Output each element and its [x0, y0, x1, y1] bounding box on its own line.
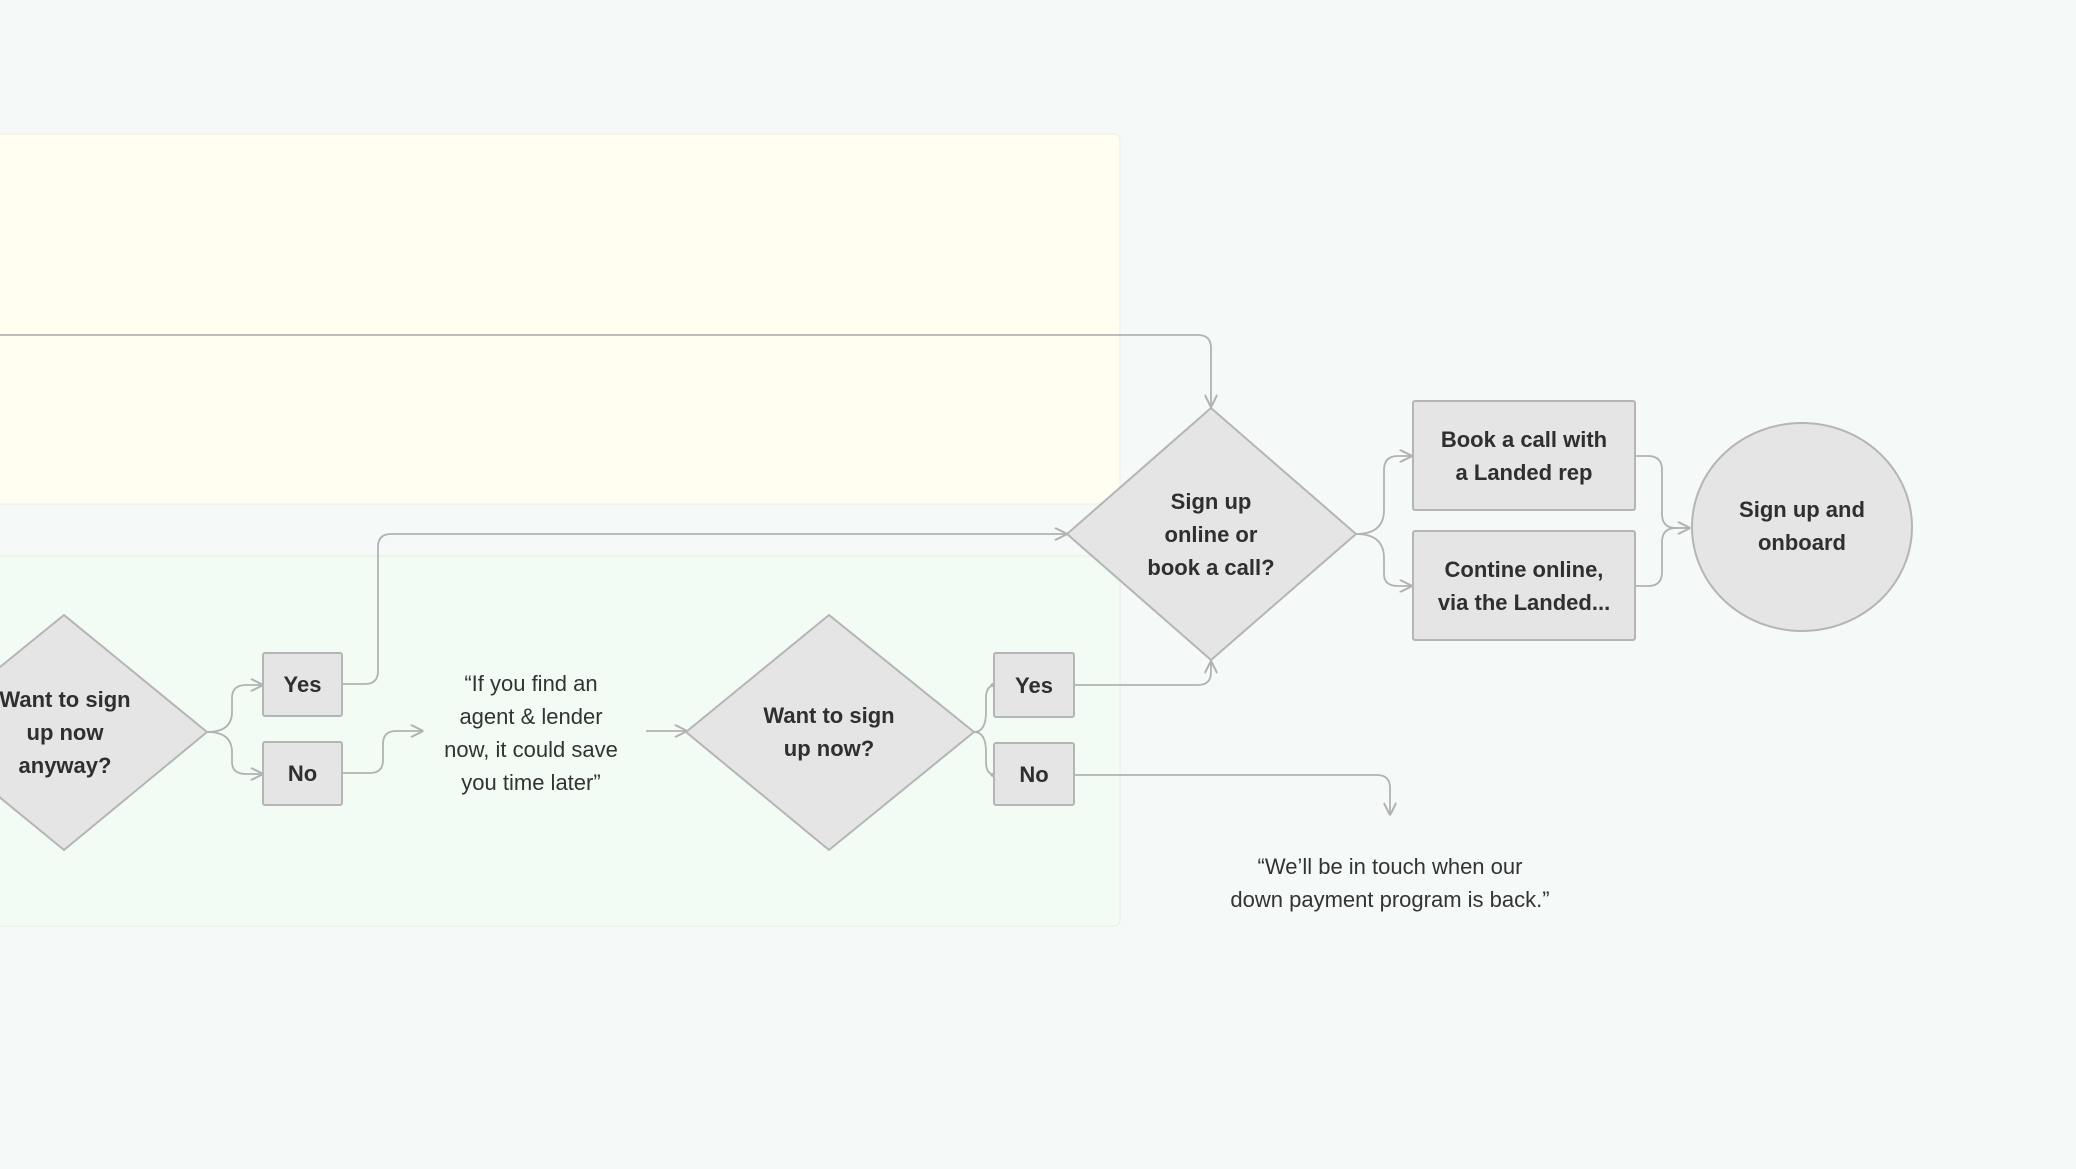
lane-yellow [0, 133, 1121, 505]
continue-online-label: Contine online, via the Landed... [1437, 556, 1611, 615]
book-call-label: Book a call with a Landed rep [1440, 426, 1608, 485]
diamond-now-label: Want to sign up now? [763, 703, 895, 761]
quote-touch-text: “We’ll be in touch when our down payment… [1230, 854, 1550, 912]
connector-anyway-to-yes [206, 685, 262, 733]
connector-no1-to-quote [342, 731, 422, 774]
no-1-label: No [287, 761, 318, 786]
connector-online-call-to-continue [1355, 533, 1411, 586]
connector-continue-to-signup [1635, 527, 1689, 587]
diamond-anyway-shape[interactable] [0, 613, 209, 852]
diamond-now-shape[interactable] [684, 613, 976, 852]
box-yes-1-shape[interactable] [262, 652, 343, 717]
connector-book-to-signup [1635, 455, 1689, 528]
connector-yes1-to-online-call [342, 534, 1066, 685]
box-yes-2-shape[interactable] [993, 652, 1075, 718]
quote-agent-text: “If you find an agent & lender now, it c… [444, 670, 618, 795]
diamond-online-call-label: Sign up online or book a call? [1147, 488, 1275, 580]
connector-no2-to-touch [1074, 774, 1390, 814]
connector-yes2-to-online-call [1074, 662, 1211, 686]
box-book-call-shape[interactable] [1412, 400, 1636, 511]
yes-2-label: Yes [1015, 672, 1053, 698]
box-continue-online-shape[interactable] [1412, 530, 1636, 641]
circle-signup-label: Sign up and onboard [1739, 497, 1865, 555]
connector-online-call-to-book [1355, 456, 1411, 535]
box-no-2-shape[interactable] [993, 742, 1075, 806]
connector-now-to-no [973, 731, 996, 775]
connector-anyway-to-no [206, 731, 262, 774]
yes-1-label: Yes [283, 672, 322, 697]
diamond-online-call-shape[interactable] [1065, 406, 1358, 662]
connector-top-to-online-call [0, 334, 1211, 406]
box-no-1-shape[interactable] [262, 741, 343, 806]
circle-signup-shape[interactable] [1691, 422, 1913, 632]
diamond-anyway-label: Want to sign up now anyway? [0, 686, 131, 778]
connector-now-to-yes [973, 685, 996, 733]
no-2-label: No [1019, 761, 1049, 787]
